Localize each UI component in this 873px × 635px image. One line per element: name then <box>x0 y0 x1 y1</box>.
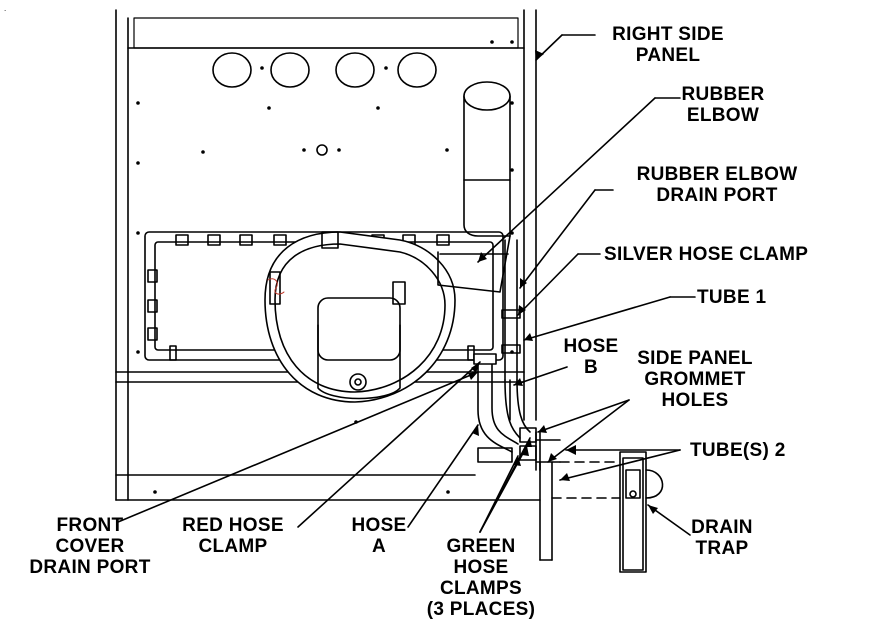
drain-trap <box>619 451 664 573</box>
label-rubber-elbow: RUBBER ELBOW <box>681 84 765 126</box>
label-right-side-panel: RIGHT SIDE PANEL <box>612 24 724 66</box>
vent-pipe <box>437 81 511 293</box>
tubes-2 <box>535 431 621 561</box>
label-tubes-2: TUBE(S) 2 <box>690 440 786 461</box>
label-silver-hose-clamp: SILVER HOSE CLAMP <box>604 244 809 265</box>
inducer-motor <box>264 231 456 403</box>
drain-hoses <box>473 239 537 463</box>
arrowheads <box>468 50 658 514</box>
screw-dots <box>136 40 514 494</box>
knockout-holes <box>212 52 437 156</box>
label-tube-1: TUBE 1 <box>697 287 767 308</box>
label-side-panel-grommet-holes: SIDE PANEL GROMMET HOLES <box>637 348 753 411</box>
label-hose-b: HOSE B <box>563 336 619 378</box>
page-corner-mark: . <box>4 4 7 13</box>
label-hose-a: HOSE A <box>351 515 407 557</box>
label-green-hose-clamps: GREEN HOSE CLAMPS (3 PLACES) <box>426 536 536 620</box>
label-drain-trap: DRAIN TRAP <box>691 517 753 559</box>
label-front-cover-drain-port: FRONT COVER DRAIN PORT <box>29 515 151 578</box>
label-rubber-elbow-drain-port: RUBBER ELBOW DRAIN PORT <box>636 164 798 206</box>
label-red-hose-clamp: RED HOSE CLAMP <box>182 515 284 557</box>
furnace-cabinet <box>115 9 541 501</box>
